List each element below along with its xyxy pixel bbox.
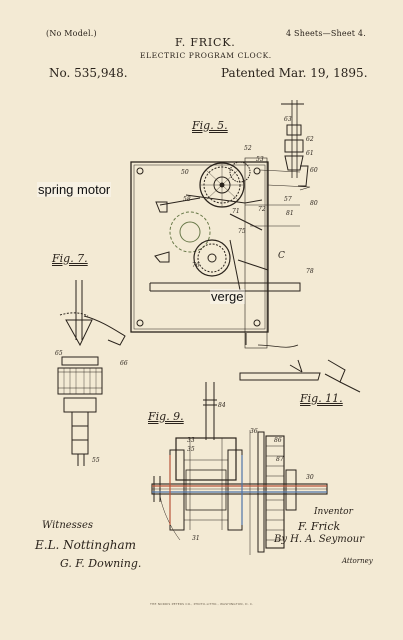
ref-78: 78 [306,268,314,275]
patent-number: No. 535,948. [49,66,128,80]
ref-52: 52 [244,145,252,152]
fig5-drawing [130,100,311,349]
ref-60: 60 [310,167,318,174]
ref-86: 86 [274,437,282,444]
attorney-signature: By H. A. Seymour [274,534,364,545]
fig7-label: Fig. 7. [52,252,88,265]
spring-motor-label: spring motor [37,182,112,197]
ref-80: 80 [310,200,318,207]
ref-61: 61 [306,150,314,157]
no-model-note: (No Model.) [46,29,97,38]
fig11-label: Fig. 11. [300,392,343,405]
fig11-drawing [239,359,361,393]
ref-31: 31 [192,535,200,542]
ref-35: 35 [187,446,195,453]
inventor-label: Inventor [314,507,353,517]
invention-title: ELECTRIC PROGRAM CLOCK. [140,51,272,60]
fig5-label: Fig. 5. [192,119,228,132]
ref-81: 81 [286,210,294,217]
ref-76: 76 [192,262,200,269]
ref-84: 84 [218,402,226,409]
fig9-color-lines [152,455,327,525]
ref-30: 30 [306,474,314,481]
ref-58: 58 [183,196,191,203]
ref-71: 71 [232,208,240,215]
ref-62: 62 [306,136,314,143]
fig7-drawing [57,280,126,466]
ref-87: 87 [276,456,284,463]
witnesses-label: Witnesses [42,520,93,531]
ref-66: 66 [120,360,128,367]
attorney-label: Attorney [342,557,373,565]
ref-33: 33 [187,437,195,444]
ref-65: 65 [55,350,63,357]
patent-date: Patented Mar. 19, 1895. [221,66,368,80]
inventor-signature: F. Frick [298,520,341,533]
verge-label: verge [210,289,245,304]
ref-55: 55 [92,457,100,464]
printer-credit: THE NORRIS PETERS CO., PHOTO-LITHO., WAS… [150,602,254,606]
inventor-name: F. FRICK. [175,36,236,49]
ref-72: 72 [258,206,266,213]
witness-1-signature: E.L. Nottingham [35,538,137,552]
ref-50: 50 [181,169,189,176]
witness-2-signature: G. F. Downing. [60,557,142,570]
ref-36: 36 [250,428,258,435]
ref-c: C [278,251,285,261]
ref-63: 63 [284,116,292,123]
ref-75: 75 [238,228,246,235]
ref-53: 53 [256,156,264,163]
fig9-label: Fig. 9. [148,410,184,423]
ref-57: 57 [284,196,292,203]
sheet-count: 4 Sheets—Sheet 4. [286,29,366,38]
